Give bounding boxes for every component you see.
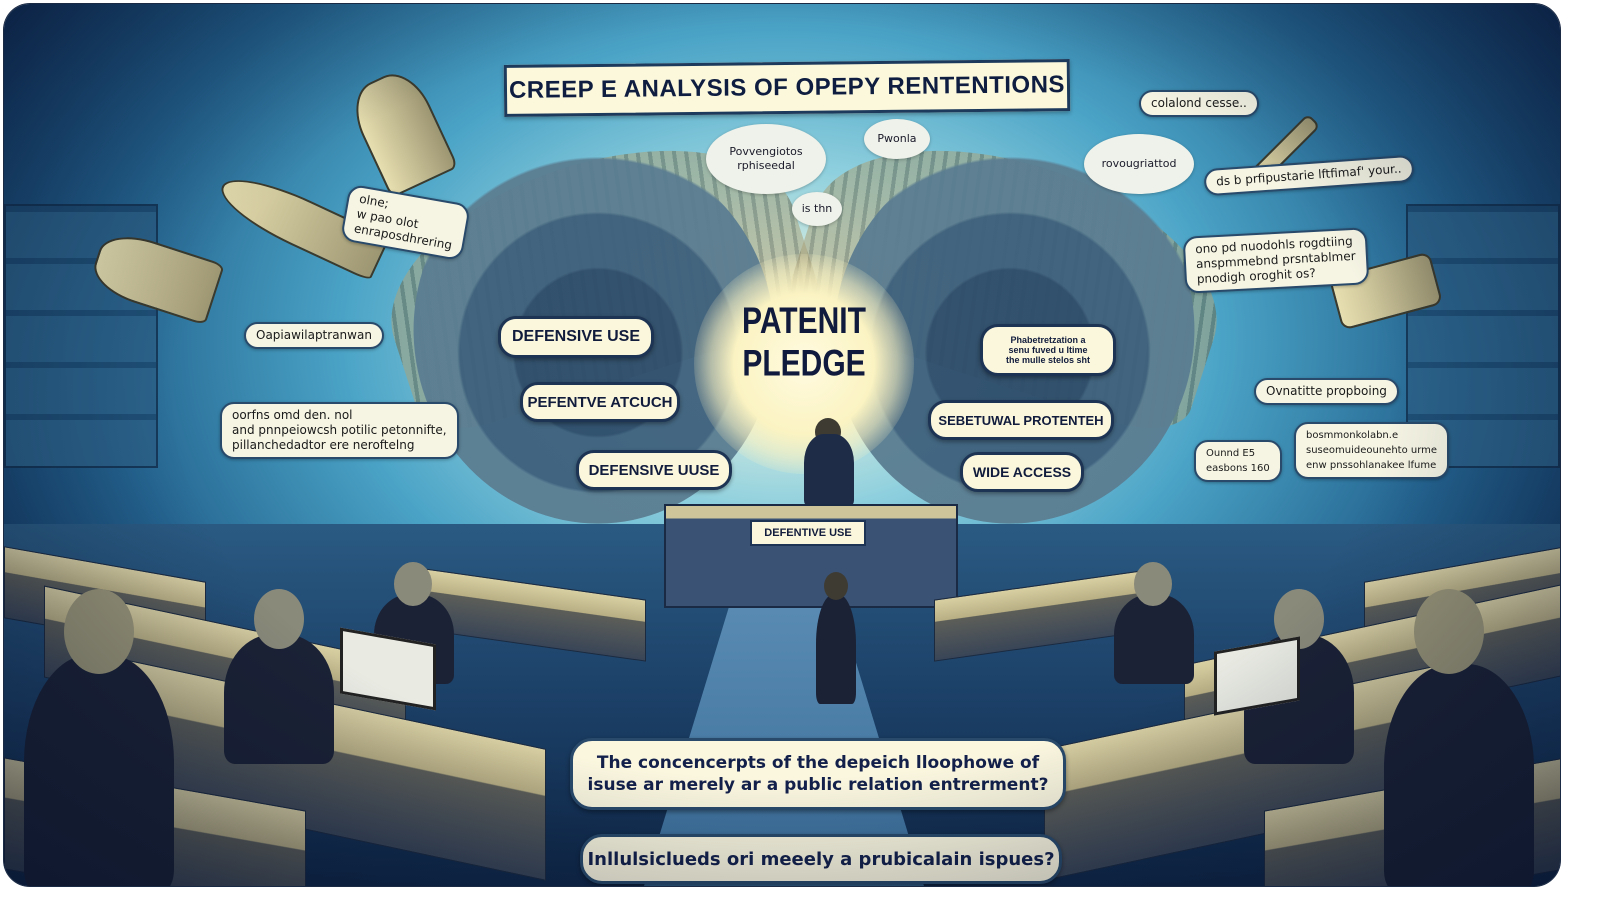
attendee <box>1114 594 1194 684</box>
question-box-secondary: Inllulsiclueds ori meeely a prubicalain … <box>580 834 1062 884</box>
speech-bubble: Ounnd E5 easbons 160 <box>1194 440 1282 482</box>
speech-bubble: oorfns omd den. nol and pnnpeiowcsh poti… <box>220 402 459 459</box>
concept-pill: DEFENSIVE USE <box>498 316 654 358</box>
attendee <box>24 654 174 886</box>
concept-pill: Phabetretzation a senu fuved u Itime the… <box>980 324 1116 376</box>
speech-bubble: Ovnatitte propboing <box>1254 378 1399 405</box>
attendee-head <box>1134 562 1172 606</box>
standing-figure <box>816 594 856 704</box>
pledge-line-1: PATENIT <box>742 300 866 342</box>
speech-bubble: bosmmonkolabn.e suseomuideounehto urme e… <box>1294 422 1450 479</box>
question-box-main: The concencerpts of the depeich lloophow… <box>570 738 1066 810</box>
lamp-icon <box>343 63 459 199</box>
concept-pill: PEFENTVE ATCUCH <box>520 382 680 422</box>
attendee <box>1384 664 1534 886</box>
thought-cloud: Pwonla <box>864 119 930 159</box>
title-banner: CREEP E ANALYSIS OF OPEPY RENTENTIONS <box>503 59 1071 117</box>
speech-bubble: ono pd nuodohls rogdtiing anspmmebnd prs… <box>1182 227 1370 294</box>
judge-figure <box>804 434 854 506</box>
pledge-line-2: PLEDGE <box>742 343 866 385</box>
concept-pill: WIDE ACCESS <box>960 452 1084 492</box>
attendee-head <box>394 562 432 606</box>
attendee-head <box>254 589 304 649</box>
thought-cloud: Povvengiotos rphiseedal <box>706 124 826 194</box>
attendee-head <box>1414 589 1484 674</box>
thought-cloud: rovougriattod <box>1084 134 1194 194</box>
illustration-frame: CREEP E ANALYSIS OF OPEPY RENTENTIONS Po… <box>4 4 1560 886</box>
standing-figure-head <box>824 572 848 600</box>
speech-bubble: ds b prfipustarie lftfimaf' your.. <box>1203 154 1415 197</box>
speech-bubble: Oapiawilaptranwan <box>244 322 384 349</box>
attendee-head <box>64 589 134 674</box>
thought-cloud: is thn <box>792 192 842 226</box>
attendee <box>224 634 334 764</box>
bench-label: DEFENTIVE USE <box>750 520 866 546</box>
concept-pill: DEFENSIVE UUSE <box>576 450 732 490</box>
speech-bubble: colalond cesse.. <box>1139 90 1259 117</box>
concept-pill: SEBETUWAL PROTENTEH <box>928 400 1114 440</box>
patent-pledge-label: PATENIT PLEDGE <box>724 301 884 386</box>
title-text: CREEP E ANALYSIS OF OPEPY RENTENTIONS <box>508 71 1066 104</box>
